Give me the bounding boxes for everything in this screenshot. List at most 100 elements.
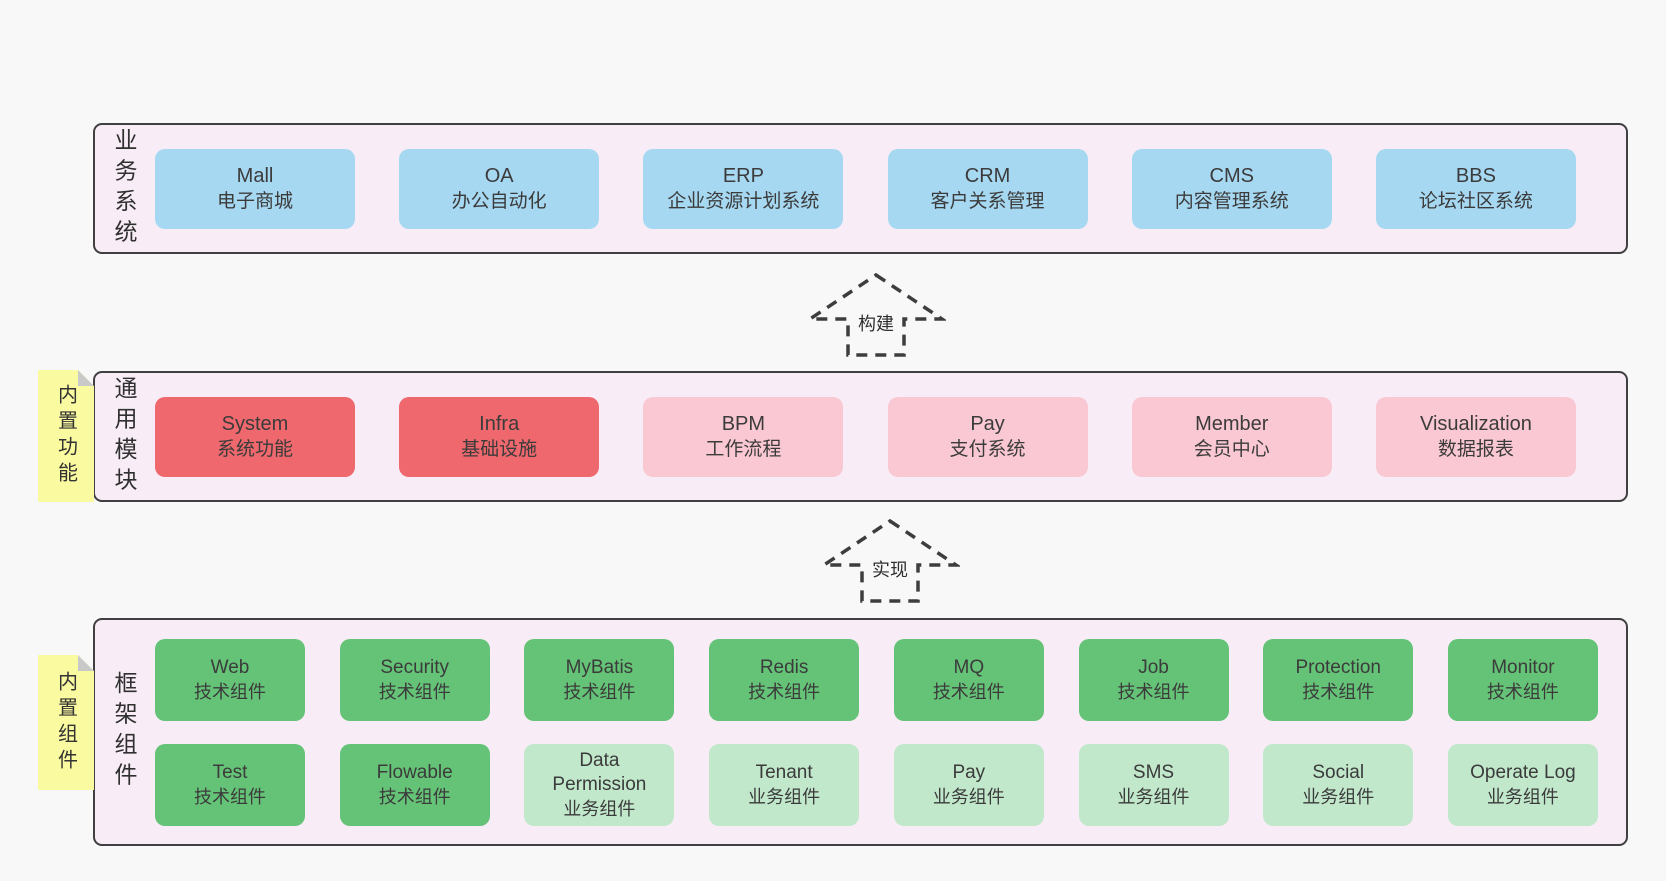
box-subtitle: 技术组件 <box>378 681 451 702</box>
box-social: Social 业务组件 <box>1263 743 1414 826</box>
arrow-up-build: 构建 <box>806 272 946 358</box>
box-title: Protection <box>1295 656 1381 678</box>
box-title: BPM <box>721 412 766 435</box>
box-subtitle: 业务组件 <box>1117 786 1190 807</box>
dashed-up-arrow-icon <box>806 272 946 357</box>
box-title: MQ <box>953 656 985 678</box>
box-security: Security 技术组件 <box>339 638 490 721</box>
box-subtitle: 工作流程 <box>705 438 782 460</box>
common-modules-box-row: System 系统功能 Infra 基础设施 BPM 工作流程 Pay 支付系统 <box>155 373 1576 500</box>
box-subtitle: 客户关系管理 <box>930 190 1045 212</box>
box-tenant: Tenant 业务组件 <box>709 743 860 826</box>
arrow-label-build: 构建 <box>806 313 946 335</box>
box-visualization: Visualization 数据报表 <box>1375 396 1576 477</box>
dashed-up-arrow-icon <box>820 518 960 603</box>
box-subtitle: 技术组件 <box>378 786 451 807</box>
box-subtitle: 内容管理系统 <box>1174 190 1289 212</box>
box-sms: SMS 业务组件 <box>1078 743 1229 826</box>
box-title: OA <box>484 164 514 187</box>
box-infra: Infra 基础设施 <box>399 396 600 477</box>
box-subtitle: 办公自动化 <box>451 190 547 212</box>
box-title: Social <box>1312 761 1365 783</box>
box-subtitle: 电子商城 <box>216 190 293 212</box>
box-operate-log: Operate Log 业务组件 <box>1447 743 1598 826</box>
box-web: Web 技术组件 <box>155 638 305 721</box>
box-cms: CMS 内容管理系统 <box>1131 148 1332 229</box>
box-mybatis: MyBatis 技术组件 <box>524 638 675 721</box>
vertical-label-business-systems: 业务系统 <box>111 127 137 250</box>
box-title: CMS <box>1209 164 1254 187</box>
box-title: Redis <box>759 656 809 678</box>
box-title: Test <box>212 761 248 783</box>
box-subtitle: 会员中心 <box>1193 438 1270 460</box>
box-oa: OA 办公自动化 <box>399 148 600 229</box>
box-title: Web <box>210 656 250 678</box>
box-subtitle: 系统功能 <box>216 438 293 460</box>
box-subtitle: 企业资源计划系统 <box>667 190 820 212</box>
box-title: Visualization <box>1419 412 1532 435</box>
box-title: Infra <box>479 412 520 435</box>
box-subtitle: 技术组件 <box>1486 681 1559 702</box>
box-test: Test 技术组件 <box>155 743 305 826</box>
box-pay: Pay 支付系统 <box>887 396 1088 477</box>
box-subtitle: 技术组件 <box>563 681 636 702</box>
sticky-note-builtin-components: 内置组件 <box>38 655 94 790</box>
box-title: Operate Log <box>1470 761 1576 783</box>
business-systems-box-row: Mall 电子商城 OA 办公自动化 ERP 企业资源计划系统 CRM 客户关系… <box>155 125 1576 252</box>
box-subtitle: 技术组件 <box>1117 681 1190 702</box>
sticky-note-label: 内置功能 <box>54 384 77 488</box>
box-subtitle: 业务组件 <box>748 786 821 807</box>
vertical-label-framework-components: 框架组件 <box>111 671 137 793</box>
arrow-label-implement: 实现 <box>820 559 960 581</box>
sticky-note-label: 内置组件 <box>54 670 77 775</box>
arrow-label-text: 构建 <box>855 314 897 334</box>
box-crm: CRM 客户关系管理 <box>887 148 1088 229</box>
box-subtitle: 数据报表 <box>1437 438 1514 460</box>
box-title: System <box>221 412 289 435</box>
box-bpm: BPM 工作流程 <box>643 396 844 477</box>
section-common-modules: 通用模块 System 系统功能 Infra 基础设施 BPM 工作流程 <box>93 371 1628 502</box>
box-title: Data Permission <box>552 749 647 795</box>
framework-components-box-grid: Web 技术组件 Security 技术组件 MyBatis 技术组件 Redi… <box>155 620 1598 844</box>
folded-corner-icon <box>78 370 94 386</box>
box-title: BBS <box>1455 164 1496 187</box>
sticky-note-builtin-features: 内置功能 <box>38 370 94 502</box>
box-title: Monitor <box>1491 656 1555 678</box>
box-title: MyBatis <box>565 656 634 678</box>
vertical-label-common-modules: 通用模块 <box>111 375 137 498</box>
box-mq: MQ 技术组件 <box>893 638 1044 721</box>
box-title: Security <box>380 656 450 678</box>
box-bbs: BBS 论坛社区系统 <box>1375 148 1576 229</box>
box-subtitle: 业务组件 <box>1486 786 1559 807</box>
box-subtitle: 业务组件 <box>563 798 636 819</box>
box-monitor: Monitor 技术组件 <box>1447 638 1598 721</box>
box-title: Tenant <box>755 761 813 783</box>
box-subtitle: 业务组件 <box>1302 786 1375 807</box>
box-system: System 系统功能 <box>155 396 355 477</box>
box-subtitle: 技术组件 <box>932 681 1005 702</box>
box-title: Pay <box>970 412 1005 435</box>
box-title: SMS <box>1132 761 1175 783</box>
box-title: Flowable <box>376 761 453 783</box>
box-member: Member 会员中心 <box>1131 396 1332 477</box>
box-title: Member <box>1195 412 1269 435</box>
box-title: ERP <box>722 164 764 187</box>
box-subtitle: 技术组件 <box>748 681 821 702</box>
section-business-systems: 业务系统 Mall 电子商城 OA 办公自动化 ERP 企业资源计划系统 <box>93 123 1628 254</box>
box-job: Job 技术组件 <box>1078 638 1229 721</box>
box-erp: ERP 企业资源计划系统 <box>643 148 844 229</box>
box-redis: Redis 技术组件 <box>709 638 860 721</box>
box-title: Pay <box>952 761 986 783</box>
box-subtitle: 技术组件 <box>194 681 266 702</box>
box-title: Job <box>1138 656 1169 678</box>
box-mall: Mall 电子商城 <box>155 148 355 229</box>
box-flowable: Flowable 技术组件 <box>339 743 490 826</box>
box-subtitle: 支付系统 <box>949 438 1026 460</box>
arrow-up-implement: 实现 <box>820 518 960 604</box>
box-data-permission: Data Permission 业务组件 <box>524 743 675 826</box>
box-title: CRM <box>964 164 1011 187</box>
box-subtitle: 业务组件 <box>932 786 1005 807</box>
section-framework-components: 框架组件 Web 技术组件 Security 技术组件 MyBatis 技术组件 <box>93 618 1628 846</box>
box-title: Mall <box>236 164 274 187</box>
